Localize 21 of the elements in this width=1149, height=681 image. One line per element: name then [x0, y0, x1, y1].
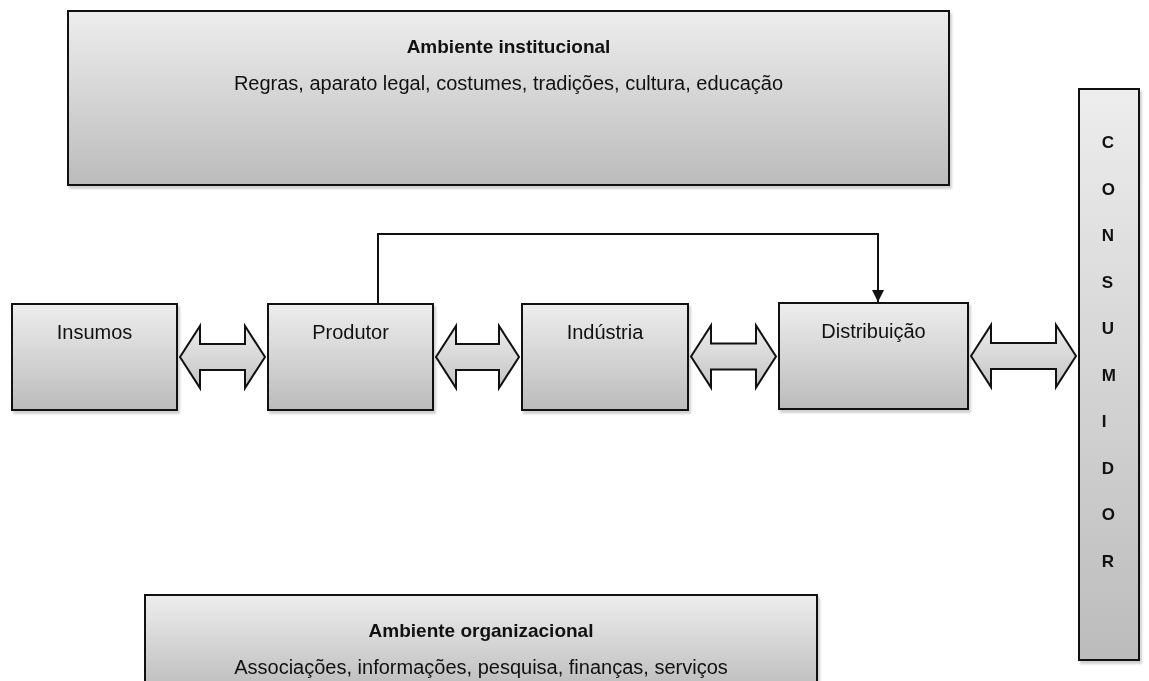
box-heading: Ambiente institucional	[406, 36, 611, 58]
arrow	[377, 233, 884, 304]
box-label: Distribuição	[821, 320, 926, 343]
box-heading: Ambiente organizacional	[368, 620, 594, 642]
consumer-box	[1078, 88, 1140, 661]
double-block-arrow	[434, 322, 521, 392]
process-box	[11, 303, 178, 411]
process-box	[267, 303, 434, 411]
environment-box	[144, 594, 818, 681]
box-label: Produtor	[312, 321, 389, 344]
double-block-arrow	[178, 322, 267, 392]
box-label: Indústria	[566, 321, 644, 344]
vertical-label: CONSUMIDOR	[1100, 132, 1119, 573]
box-description: Regras, aparato legal, costumes, tradições, cultura, educação	[233, 72, 784, 95]
double-block-arrow	[969, 321, 1078, 391]
environment-box	[67, 10, 950, 186]
box-label: Insumos	[56, 321, 133, 344]
double-block-arrow	[689, 322, 778, 391]
box-description: Associações, informações, pesquisa, finanças, serviços	[234, 656, 728, 679]
process-box	[778, 302, 969, 410]
process-box	[521, 303, 689, 411]
